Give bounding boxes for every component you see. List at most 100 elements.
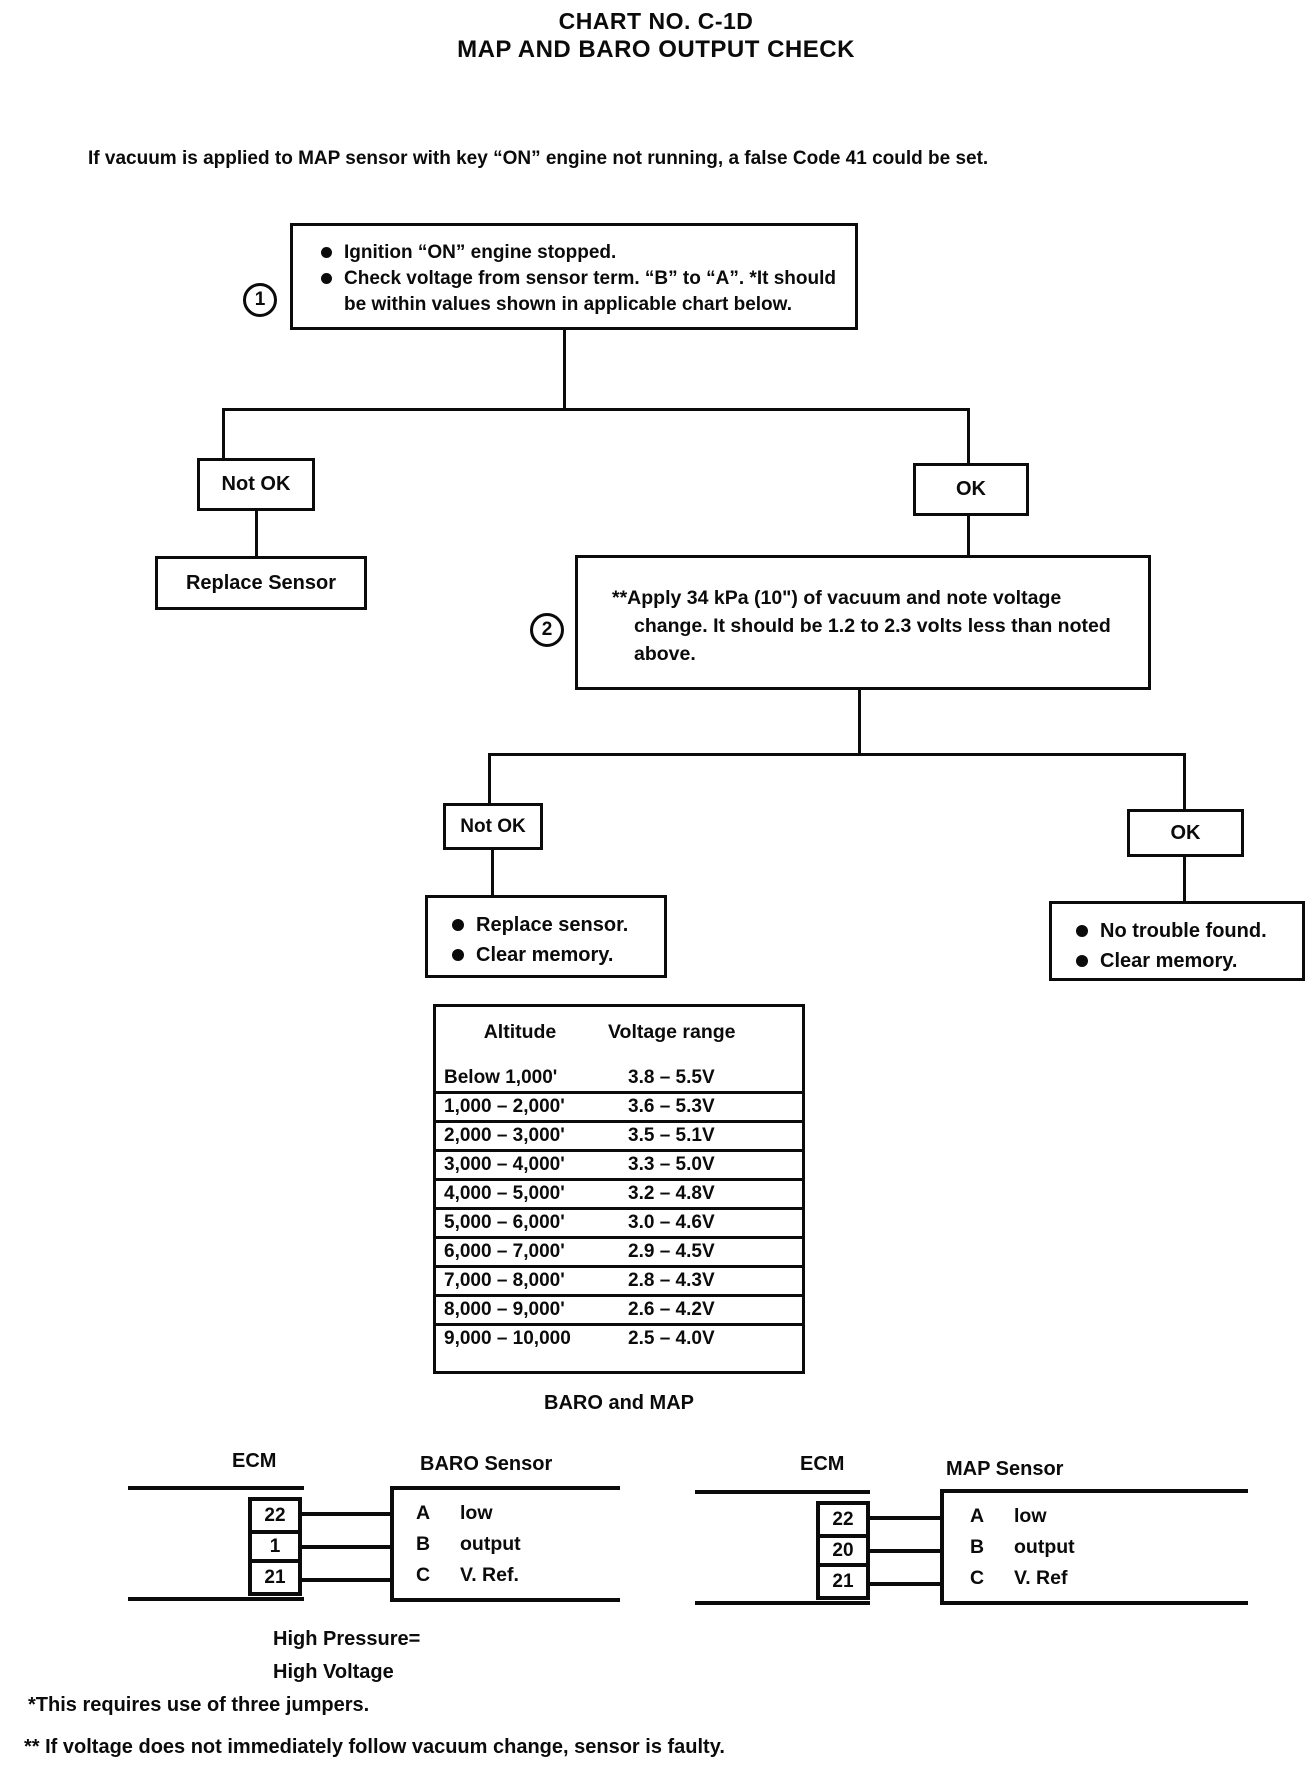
baro-ecm-bottom-line xyxy=(128,1597,304,1601)
branch1-not-ok-label: Not OK xyxy=(221,473,291,495)
result-pass-box: No trouble found. Clear memory. xyxy=(1049,901,1305,981)
sensor-pin-c-label: V. Ref xyxy=(1014,1567,1068,1589)
step2-text: **Apply 34 kPa (10") of vacuum and note … xyxy=(612,587,1111,665)
voltage-cell: 2.6 – 4.2V xyxy=(628,1299,715,1320)
voltage-cell: 2.8 – 4.3V xyxy=(628,1270,715,1291)
altitude-cell: 8,000 – 9,000' xyxy=(444,1299,565,1320)
connector-branch1-horizontal xyxy=(222,408,970,411)
voltage-cell: 3.5 – 5.1V xyxy=(628,1125,715,1146)
footnote-jumpers: *This requires use of three jumpers. xyxy=(28,1694,370,1716)
sensor-pin-c: C xyxy=(416,1564,431,1586)
intro-note: If vacuum is applied to MAP sensor with … xyxy=(88,148,989,169)
result-fail-row: Clear memory. xyxy=(452,940,654,970)
baro-sensor-label: BARO Sensor xyxy=(420,1453,553,1475)
voltage-column-header: Voltage range xyxy=(608,1021,736,1043)
altitude-cell: 1,000 – 2,000' xyxy=(444,1096,565,1117)
connector-branch2-right-drop xyxy=(1183,753,1186,809)
altitude-voltage-table: Altitude Voltage range Below 1,000'3.8 –… xyxy=(433,1004,805,1374)
result-pass-bullet1: No trouble found. xyxy=(1100,920,1267,942)
chart-title: MAP AND BARO OUTPUT CHECK xyxy=(457,35,855,63)
step1-box: Ignition “ON” engine stopped. Check volt… xyxy=(290,223,858,330)
branch1-ok-box: OK xyxy=(913,463,1029,516)
step1-number-badge: 1 xyxy=(243,283,277,317)
bullet-dot-icon xyxy=(1076,955,1088,967)
ecm-pin-21: 21 xyxy=(248,1559,302,1596)
bullet-dot-icon xyxy=(1076,925,1088,937)
step2-number-badge: 2 xyxy=(530,613,564,647)
altitude-cell: 4,000 – 5,000' xyxy=(444,1183,565,1204)
step1-bullet-row: Check voltage from sensor term. “B” to “… xyxy=(321,266,841,318)
map-wire-b xyxy=(870,1549,940,1553)
baro-note-line2: High Voltage xyxy=(273,1661,394,1683)
connector-ok2-down xyxy=(1183,857,1186,901)
branch1-not-ok-box: Not OK xyxy=(197,458,315,511)
branch2-ok-label: OK xyxy=(1170,821,1201,844)
result-fail-box: Replace sensor. Clear memory. xyxy=(425,895,667,978)
connector-ok1-down xyxy=(967,516,970,555)
connector-notok2-down xyxy=(491,850,494,895)
sensor-pin-a: A xyxy=(416,1502,431,1524)
map-sensor-label: MAP Sensor xyxy=(946,1458,1064,1480)
map-wire-a xyxy=(870,1516,940,1520)
map-wire-c xyxy=(870,1582,940,1586)
table-caption: BARO and MAP xyxy=(544,1392,694,1414)
sensor-pin-c-label: V. Ref. xyxy=(460,1564,519,1586)
baro-wire-b xyxy=(302,1545,390,1549)
branch2-ok-box: OK xyxy=(1127,809,1244,857)
replace-sensor-box: Replace Sensor xyxy=(155,556,367,610)
step1-bullet-row: Ignition “ON” engine stopped. xyxy=(321,240,841,266)
result-pass-row: Clear memory. xyxy=(1076,946,1292,976)
voltage-cell: 3.2 – 4.8V xyxy=(628,1183,715,1204)
altitude-cell: 6,000 – 7,000' xyxy=(444,1241,565,1262)
connector-branch2-horizontal xyxy=(488,753,1186,756)
sensor-pin-c: C xyxy=(970,1567,985,1589)
sensor-pin-a-label: low xyxy=(460,1502,493,1524)
page-title: CHART NO. C-1D MAP AND BARO OUTPUT CHECK xyxy=(0,8,1312,64)
step2-box: **Apply 34 kPa (10") of vacuum and note … xyxy=(575,555,1151,690)
ecm-pin-21: 21 xyxy=(816,1563,870,1600)
chart-number: CHART NO. C-1D xyxy=(558,8,754,34)
sensor-pin-a: A xyxy=(970,1505,985,1527)
connector-step2-down xyxy=(858,690,861,755)
altitude-column-header: Altitude xyxy=(483,1021,557,1043)
table-row: 2,000 – 3,000' 3.5 – 5.1V xyxy=(436,1123,802,1152)
bullet-dot-icon xyxy=(452,949,464,961)
connector-branch2-left-drop xyxy=(488,753,491,803)
altitude-cell: 3,000 – 4,000' xyxy=(444,1154,565,1175)
bullet-dot-icon xyxy=(452,919,464,931)
voltage-cell: 3.3 – 5.0V xyxy=(628,1154,715,1175)
result-pass-bullet2: Clear memory. xyxy=(1100,950,1238,972)
table-row: 6,000 – 7,000'2.9 – 4.5V xyxy=(436,1239,802,1268)
sensor-pin-row: C V. Ref xyxy=(970,1563,1248,1594)
table-row: 8,000 – 9,000' 2.6 – 4.2V xyxy=(436,1297,802,1326)
baro-ecm-label: ECM xyxy=(232,1450,277,1472)
table-row: Below 1,000'3.8 – 5.5V xyxy=(436,1065,802,1094)
table-row: 5,000 – 6,000'3.0 – 4.6V xyxy=(436,1210,802,1239)
table-row: 1,000 – 2,000' 3.6 – 5.3V xyxy=(436,1094,802,1123)
sensor-pin-row: C V. Ref. xyxy=(416,1560,620,1591)
altitude-cell: Below 1,000' xyxy=(444,1067,558,1088)
branch2-not-ok-label: Not OK xyxy=(460,815,526,837)
footnote-voltage: ** If voltage does not immediately follo… xyxy=(24,1736,725,1758)
baro-wire-c xyxy=(302,1578,390,1582)
bullet-dot-icon xyxy=(321,247,332,258)
altitude-cell: 2,000 – 3,000' xyxy=(444,1125,565,1146)
table-row: 4,000 – 5,000' 3.2 – 4.8V xyxy=(436,1181,802,1210)
replace-sensor-label: Replace Sensor xyxy=(185,571,337,594)
ecm-pin-22: 22 xyxy=(248,1497,302,1534)
voltage-cell: 3.6 – 5.3V xyxy=(628,1096,715,1117)
ecm-pin-22: 22 xyxy=(816,1501,870,1538)
voltage-cell: 2.5 – 4.0V xyxy=(628,1328,715,1349)
voltage-cell: 3.0 – 4.6V xyxy=(628,1212,715,1233)
altitude-cell: 7,000 – 8,000' xyxy=(444,1270,565,1291)
sensor-pin-a-label: low xyxy=(1014,1505,1047,1527)
bullet-dot-icon xyxy=(321,273,332,284)
map-ecm-top-line xyxy=(695,1490,870,1494)
